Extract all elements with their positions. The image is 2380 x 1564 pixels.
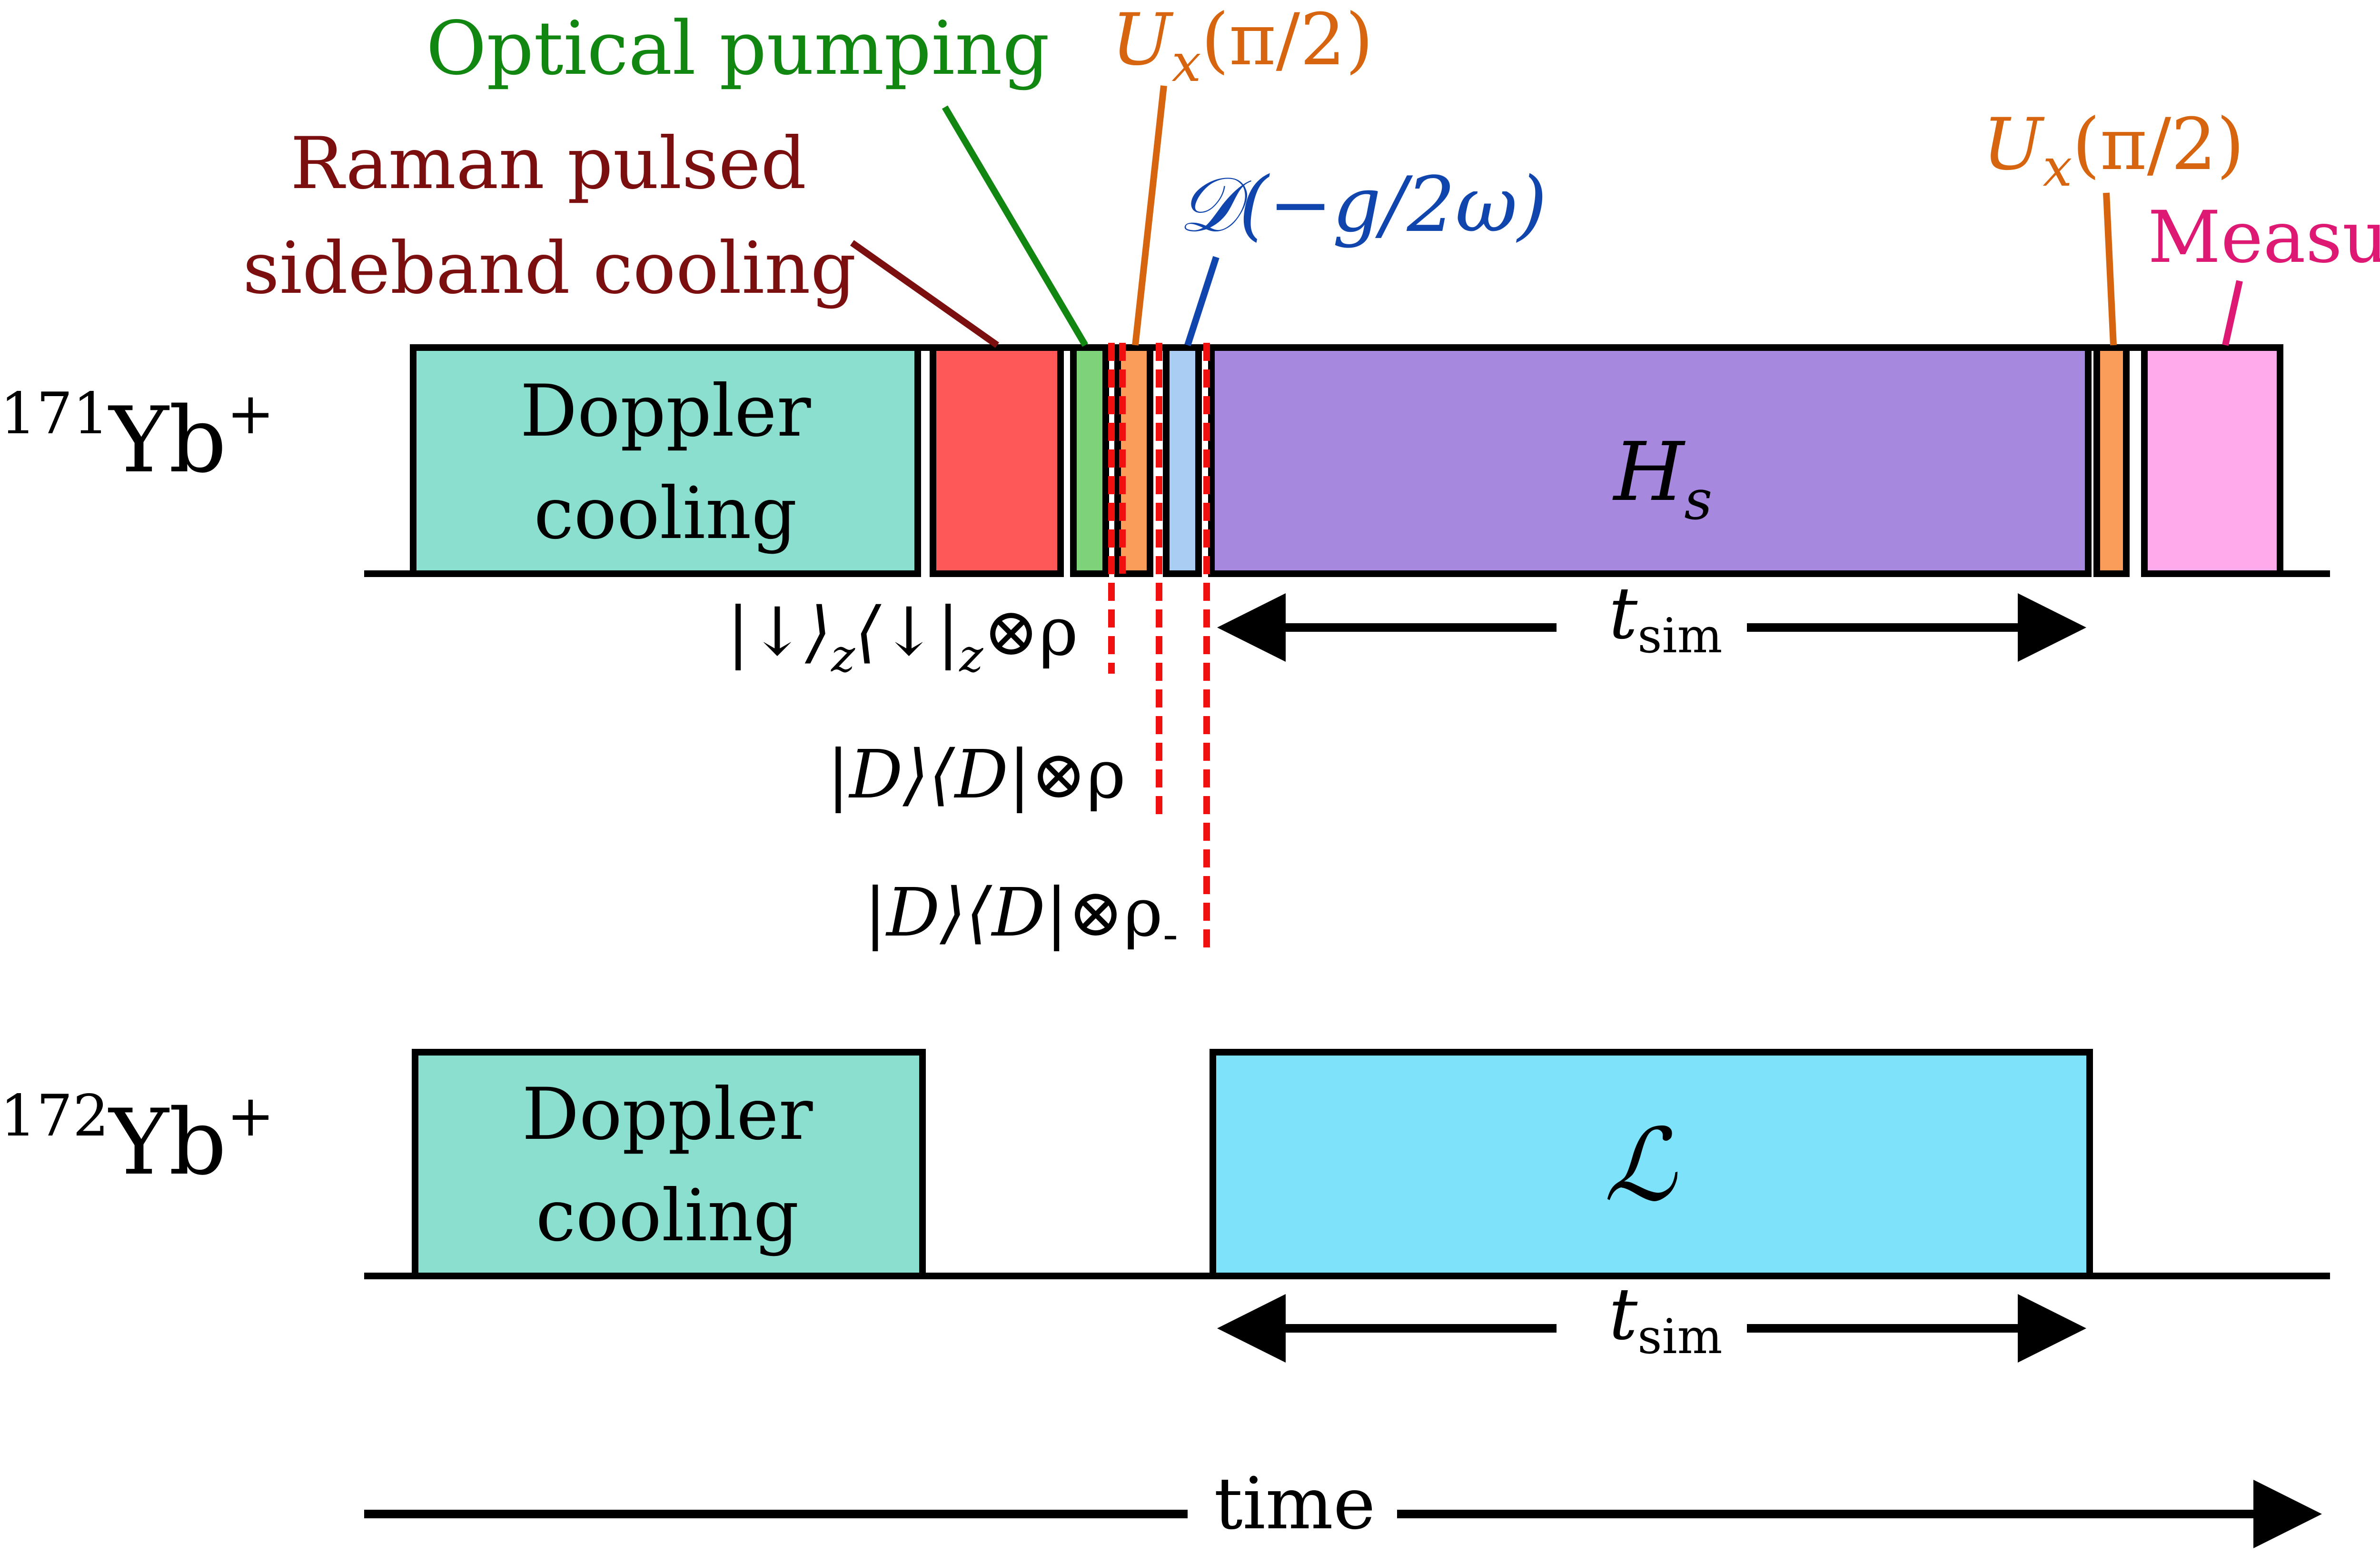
doppler-label-171-line1: Doppler (520, 370, 811, 453)
tsim-label-171: tsim (1609, 572, 1722, 664)
tsim-symbol-171: t (1609, 572, 1638, 655)
state-3-proj: |D⟩⟨D| (864, 874, 1068, 952)
state-3-sub: - (1163, 908, 1178, 961)
state-1-sub-a: z (831, 630, 855, 682)
hs-evolution-block (1208, 344, 2092, 577)
ux-leader-2 (2103, 192, 2117, 346)
doppler-cooling-block-171 (410, 344, 921, 577)
ion-171-charge: + (227, 381, 275, 447)
tsim-arrow-171: tsim (1217, 572, 2086, 664)
ion-172-mass: 172 (0, 1083, 109, 1149)
displacement-leader (1184, 256, 1220, 347)
doppler-label-172-line2: cooling (536, 1175, 799, 1257)
ion-171-row: 171Yb+ Doppler cooling Hs (0, 344, 2330, 577)
state-1-tail: ⊗ρ (983, 593, 1078, 671)
tsim-arrow-172: tsim (1217, 1273, 2086, 1365)
state-label-3: |D⟩⟨D|⊗ρ- (864, 874, 1178, 961)
raman-label-line1: Raman pulsed (290, 122, 806, 205)
ion-172-element: Yb (108, 1090, 227, 1195)
state-markers: |↓⟩z⟨↓|z⊗ρ |D⟩⟨D|⊗ρ |D⟩⟨D|⊗ρ- (727, 343, 1210, 961)
ion-172-charge: + (227, 1083, 275, 1149)
state-2-tail: ⊗ρ (1031, 736, 1126, 814)
doppler-label-171-line2: cooling (534, 472, 797, 555)
state-label-2: |D⟩⟨D|⊗ρ (827, 736, 1126, 814)
measure-label: Measure (2148, 196, 2380, 279)
ion-171-label: 171Yb+ (0, 381, 275, 493)
sympathetic-l-block (1210, 1049, 2093, 1279)
state-1-bra: ⟨↓| (855, 593, 959, 671)
tsim-sub-171: sim (1637, 608, 1722, 664)
ux-label-2: Ux(π/2) (1983, 103, 2244, 198)
optical-pumping-block (1070, 344, 1109, 577)
tsim-sub-172: sim (1637, 1309, 1722, 1365)
ion-172-row: 172Yb+ Doppler cooling ℒ (0, 1049, 2330, 1279)
state-label-1: |↓⟩z⟨↓|z⊗ρ (727, 593, 1078, 682)
ion-171-mass: 171 (0, 381, 109, 447)
state-1-ket: |↓⟩ (727, 593, 831, 671)
state-3-tail: ⊗ρ (1068, 874, 1163, 952)
tsim-symbol-172: t (1609, 1273, 1638, 1356)
displacement-block (1163, 344, 1202, 577)
ion-172-label: 172Yb+ (0, 1083, 275, 1195)
optical-pumping-label: Optical pumping (426, 5, 1050, 91)
hs-label: Hs (1612, 425, 1712, 532)
time-axis: time (364, 1463, 2322, 1548)
ux-label-1-sub: x (1171, 32, 1201, 93)
displacement-label: 𝒟(−g/2ω) (1178, 160, 1547, 249)
ux-label-2-sub: x (2043, 137, 2072, 198)
measure-block (2141, 344, 2283, 577)
ux-label-1-symbol: U (1111, 0, 1174, 81)
ux-leader-1 (1132, 85, 1167, 346)
raman-label-line2: sideband cooling (243, 227, 856, 310)
optical-pumping-leader (942, 105, 1089, 347)
doppler-cooling-block-172 (412, 1049, 926, 1279)
ux-label-2-arg: (π/2) (2072, 103, 2244, 186)
ux-label-2-symbol: U (1983, 103, 2045, 186)
raman-cooling-block (930, 344, 1064, 577)
doppler-label-172-line1: Doppler (522, 1073, 813, 1156)
callouts: Optical pumping Raman pulsed sideband co… (243, 0, 2380, 348)
displacement-arg: (−g/2ω) (1239, 160, 1547, 249)
state-1-sub-b: z (959, 630, 983, 682)
ux-label-1: Ux(π/2) (1111, 0, 1373, 93)
tsim-label-172: tsim (1609, 1273, 1722, 1365)
hs-symbol: H (1612, 425, 1686, 519)
measure-leader (2222, 280, 2243, 346)
time-axis-label: time (1214, 1463, 1375, 1545)
hs-subscript: s (1684, 468, 1712, 532)
ux-label-1-arg: (π/2) (1201, 0, 1373, 81)
ux-pulse-block-2 (2093, 344, 2130, 577)
l-symbol: ℒ (1604, 1107, 1677, 1224)
ion-171-element: Yb (108, 388, 227, 493)
state-2-proj: |D⟩⟨D| (827, 736, 1031, 814)
raman-leader (850, 240, 1000, 348)
